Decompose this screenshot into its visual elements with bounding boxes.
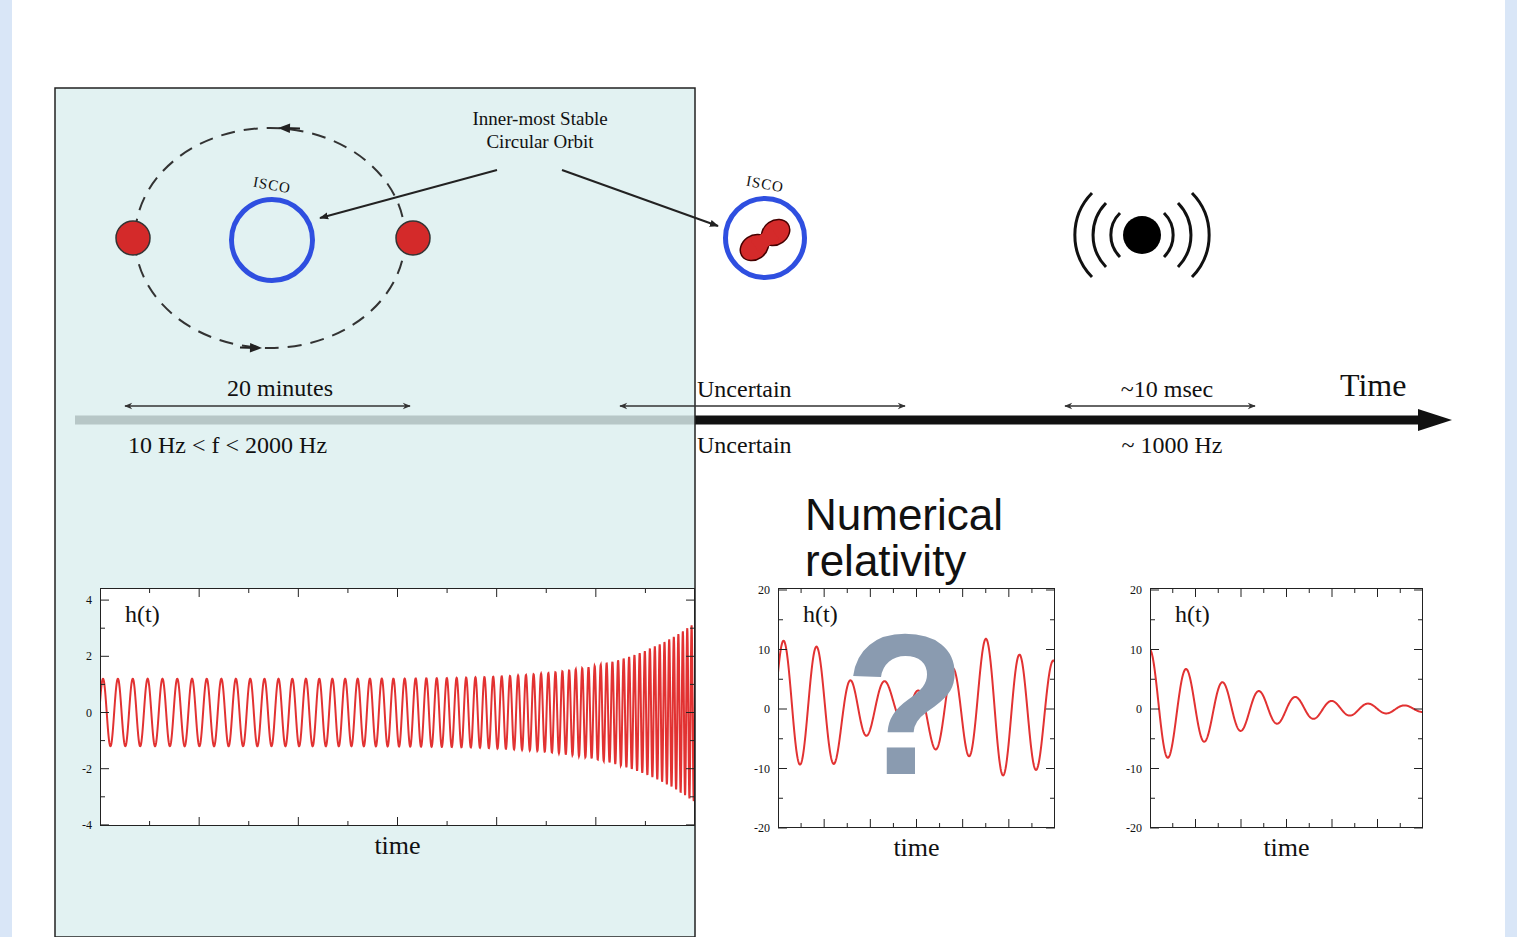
timeline-label: Time — [1340, 366, 1406, 404]
plot-frame: h(t)time — [1150, 588, 1423, 828]
waveform — [1150, 650, 1423, 758]
duration-arrow — [620, 405, 905, 407]
axis-label: h(t) — [123, 601, 162, 628]
slide-strip — [1505, 0, 1517, 937]
section-heading: Numerical relativity — [805, 492, 1055, 584]
plot-ground — [100, 588, 695, 826]
time-arrowhead — [1418, 409, 1452, 431]
timeline-label: 20 minutes — [227, 374, 333, 403]
orbit-arrow — [284, 127, 300, 129]
leader-arrow — [320, 170, 497, 218]
axis-label: h(t) — [801, 601, 840, 628]
timeline-label: 10 Hz < f < 2000 Hz — [128, 431, 327, 460]
duration-arrow — [1065, 405, 1255, 407]
axis-ticks — [1150, 588, 1423, 828]
isco-label: ISCO — [252, 174, 293, 197]
tick-value: 0 — [1136, 702, 1142, 716]
timeline-label: Uncertain — [697, 431, 792, 460]
plot-frame: h(t)time — [100, 588, 695, 826]
tick-value: 10 — [1130, 642, 1142, 656]
tick-value: -10 — [1126, 761, 1142, 775]
leader-arrow — [562, 170, 718, 226]
waveform — [100, 625, 695, 801]
tick-value: -2 — [82, 761, 92, 775]
tick-value: 10 — [758, 642, 770, 656]
isco-circle: ISCO — [229, 197, 315, 283]
tick-value: 0 — [86, 705, 92, 719]
question-mark: ? — [844, 605, 966, 805]
orbit-arrow — [240, 347, 256, 349]
axis-ticks — [100, 588, 695, 826]
tick-value: 2 — [86, 649, 92, 663]
tick-value: 20 — [758, 583, 770, 597]
isco-label: ISCO — [745, 173, 786, 196]
plot-ground — [778, 588, 1055, 828]
tick-value: -10 — [754, 761, 770, 775]
tick-value: 20 — [1130, 583, 1142, 597]
plot-ground — [1150, 588, 1423, 828]
tick-value: -20 — [1126, 821, 1142, 835]
time-label: time — [893, 833, 939, 863]
timeline-label: ~ 1000 Hz — [1122, 431, 1223, 460]
axis-ticks — [778, 588, 1055, 828]
tick-value: 4 — [86, 593, 92, 607]
inspiral-panel — [55, 88, 695, 937]
time-label: time — [1263, 833, 1309, 863]
isco-circle: ISCO — [723, 196, 807, 280]
timeline-label: ~10 msec — [1121, 375, 1213, 404]
time-label: time — [374, 831, 420, 861]
duration-arrow — [125, 405, 410, 407]
neutron-star — [116, 221, 150, 255]
black-hole — [1075, 193, 1209, 277]
tick-value: -20 — [754, 821, 770, 835]
neutron-star — [396, 221, 430, 255]
callout-label: Inner-most Stable Circular Orbit — [450, 108, 630, 154]
slide-strip — [0, 0, 12, 937]
merging-stars — [735, 214, 795, 266]
axis-label: h(t) — [1173, 601, 1212, 628]
tick-value: 0 — [764, 702, 770, 716]
orbit-path — [135, 128, 405, 348]
timeline-label: Uncertain — [697, 375, 792, 404]
tick-value: -4 — [82, 818, 92, 832]
